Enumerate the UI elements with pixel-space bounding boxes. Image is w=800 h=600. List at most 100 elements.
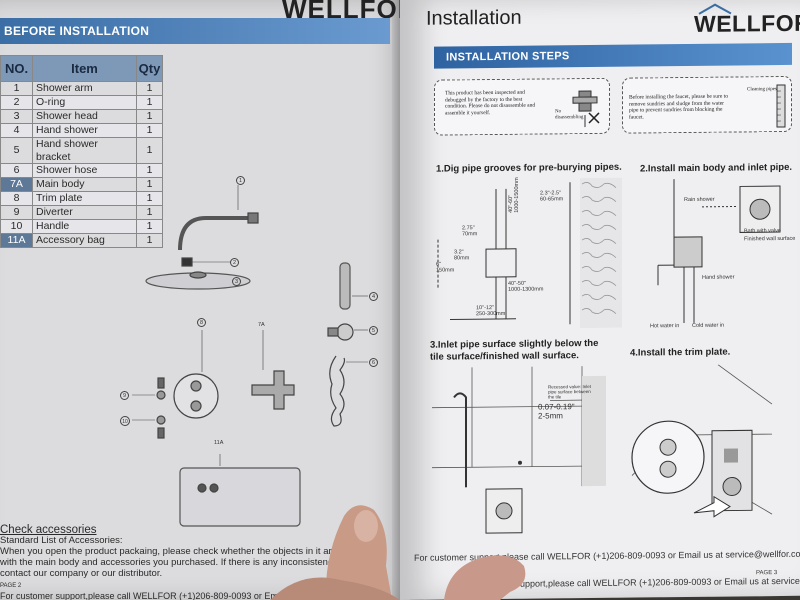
dim-label-8: 0.07-0.19" 2-5mm — [538, 402, 575, 421]
cell-qty: 1 — [136, 232, 163, 248]
cell-qty: 1 — [136, 108, 163, 124]
step1-heading: 1.Dig pipe grooves for pre-burying pipes… — [436, 161, 622, 175]
step2-label-cold-water: Cold water in — [692, 322, 725, 329]
cell-no: 10 — [0, 219, 33, 234]
hand-palm — [270, 577, 400, 600]
cell-item: Accessory bag — [32, 232, 137, 248]
dim-label-5: 6" 150mm — [436, 261, 455, 274]
callout-3: 3 — [232, 277, 241, 286]
step2-diagram — [657, 179, 781, 324]
right-page: Installation WELLFOR INSTALLATION STEPS … — [400, 0, 800, 600]
cell-qty: 1 — [136, 177, 163, 193]
callout-1: 1 — [236, 176, 245, 185]
parts-exploded-diagram — [132, 185, 368, 527]
step2-label-hot-water: Hot water in — [650, 323, 680, 330]
pipe-ruler-icon — [776, 84, 786, 128]
notice2-text: Before installing the faucet, please be … — [629, 93, 728, 121]
callout-9: 9 — [120, 391, 129, 400]
cell-no: 4 — [0, 122, 33, 138]
left-page: WELLFOR BEFORE INSTALLATION NO. Item Qty… — [0, 0, 417, 600]
cell-item: O-ring — [32, 94, 137, 110]
parts-table-header: NO. Item Qty — [0, 55, 163, 82]
cell-qty: 1 — [136, 136, 163, 165]
cell-qty: 1 — [136, 163, 163, 179]
cell-no: 5 — [0, 136, 33, 165]
brand-roof-icon — [698, 3, 732, 15]
cell-no: 3 — [0, 108, 33, 124]
installation-steps-banner: INSTALLATION STEPS — [434, 42, 792, 69]
check-accessories-heading: Check accessories — [0, 524, 97, 536]
dim-label-7: 10"-12" 250-300mm — [476, 305, 506, 318]
cell-no: 1 — [0, 81, 33, 96]
col-header-qty: Qty — [136, 55, 163, 82]
step3-heading: 3.Inlet pipe surface slightly below the … — [430, 337, 599, 363]
valve-cross-icon — [572, 90, 600, 128]
cell-qty: 1 — [136, 81, 163, 96]
notice-no-disassembling: This product has been inspected and debu… — [434, 77, 610, 136]
step1-diagram — [437, 177, 622, 329]
notice-cleaning-pipes: Before installing the faucet, please be … — [622, 75, 792, 134]
step3-recess-label: Recessed value: Inlet pipe surface betwe… — [548, 383, 592, 400]
callout-2: 2 — [230, 258, 239, 267]
callout-7a: 7A — [258, 322, 265, 328]
dim-label-1: 2.3"-2.5" 60-65mm — [540, 190, 564, 203]
cell-qty: 1 — [136, 94, 163, 110]
right-brand-logo: WELLFOR — [694, 9, 800, 37]
step3-diagram — [432, 366, 606, 534]
callout-11a: 11A — [214, 440, 224, 446]
step2-label-bath-valve: Bath with valve — [744, 228, 781, 235]
cell-item: Main body — [32, 177, 137, 193]
hand-thumb-right — [444, 555, 526, 600]
callout-6: 6 — [369, 358, 378, 367]
step2-heading: 2.Install main body and inlet pipe. — [640, 161, 793, 175]
dim-label-3: 40"-60" 1000-1500mm — [508, 177, 520, 213]
step4-heading: 4.Install the trim plate. — [630, 346, 731, 359]
hand-thumb-left — [325, 505, 392, 600]
check-accessories-subtitle: Standard List of Accessories: — [0, 535, 123, 546]
callout-5: 5 — [369, 326, 378, 335]
installation-title: Installation — [426, 6, 522, 30]
callout-4: 4 — [369, 292, 378, 301]
step2-label-hand-shower: Hand shower — [702, 274, 735, 281]
dim-label-2: 2.75" 70mm — [462, 225, 478, 238]
left-page-number: PAGE 2 — [0, 583, 22, 589]
dim-label-4: 3.2" 80mm — [454, 249, 470, 262]
check-accessories-text: When you open the product packaing, plea… — [0, 546, 383, 579]
left-section-banner: BEFORE INSTALLATION — [0, 18, 390, 44]
cell-item: Handle — [32, 219, 137, 234]
step4-diagram — [631, 364, 773, 518]
step2-label-rain-shower: Rain shower — [684, 196, 715, 204]
cell-item: Hand shower — [32, 122, 137, 138]
cell-no: 7A — [0, 177, 33, 193]
cell-item: Diverter — [32, 205, 137, 221]
notice1-label: No disassembling — [555, 109, 584, 120]
cell-qty: 1 — [136, 122, 163, 138]
cell-item: Shower head — [32, 108, 137, 124]
cell-no: 8 — [0, 191, 33, 207]
cell-item: Shower hose — [32, 163, 137, 179]
col-header-no: NO. — [0, 55, 33, 82]
cell-item: Hand shower bracket — [32, 136, 137, 165]
callout-10: 10 — [120, 416, 130, 426]
cell-no: 9 — [0, 205, 33, 221]
left-footer-support: For customer support,please call WELLFOR… — [0, 591, 350, 600]
callout-8: 8 — [197, 318, 206, 327]
cell-no: 11A — [0, 232, 33, 248]
cell-no: 6 — [0, 163, 33, 179]
step2-label-finished-wall: Finished wall surface — [744, 235, 796, 243]
dim-label-6: 40"-50" 1000-1300mm — [508, 280, 544, 293]
notice1-text: This product has been inspected and debu… — [445, 89, 536, 117]
cell-item: Shower arm — [32, 81, 137, 96]
